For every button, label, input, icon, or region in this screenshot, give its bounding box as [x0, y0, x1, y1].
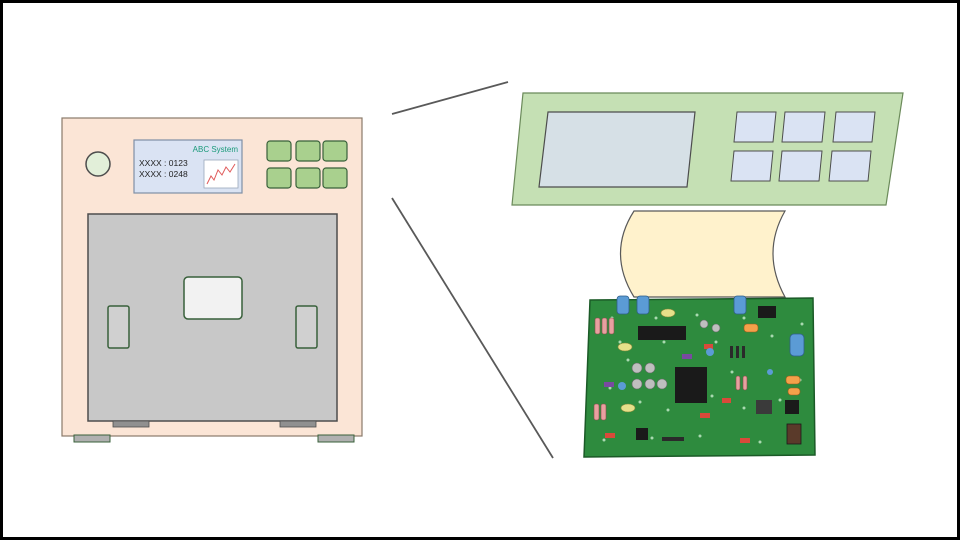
screen-line-1: XXXX : 0123: [139, 158, 188, 168]
screen-title: ABC System: [193, 145, 239, 154]
device-foot-left: [73, 434, 111, 443]
device-door: [87, 213, 338, 428]
panel-button: [781, 111, 826, 143]
zoom-line-top: [391, 81, 509, 115]
door-latch-right: [295, 305, 318, 349]
device-button[interactable]: [322, 167, 348, 189]
purple-components: [604, 354, 692, 387]
device-screen: ABC System XXXX : 0123 XXXX : 0248: [133, 139, 243, 194]
panel-button-grid: [730, 111, 876, 182]
screen-line-2: XXXX : 0248: [139, 169, 188, 179]
ic-chip: [758, 306, 776, 318]
orange-components: [743, 323, 801, 396]
control-panel-plate: [511, 92, 904, 206]
ic-chip: [636, 428, 648, 440]
zoom-line-bottom: [391, 197, 554, 459]
device-button[interactable]: [266, 140, 292, 162]
panel-button: [832, 111, 876, 143]
capacitor: [616, 295, 630, 315]
resistors: [593, 317, 748, 421]
connector: [786, 423, 802, 445]
door-hinge-left: [112, 420, 150, 428]
small-components: [631, 319, 721, 390]
yellow-components: [617, 308, 676, 413]
panel-button: [730, 150, 774, 182]
ic-chip-main: [675, 367, 707, 403]
circuit-board: [583, 295, 816, 458]
panel-screen-window: [538, 111, 696, 188]
device-button[interactable]: [266, 167, 292, 189]
device-foot-right: [317, 434, 355, 443]
red-components: [605, 344, 750, 443]
panel-button: [733, 111, 777, 143]
flex-cable: [619, 210, 787, 298]
capacitor: [789, 333, 805, 357]
ic-chip: [756, 400, 772, 414]
door-latch-left: [107, 305, 130, 349]
device-button[interactable]: [295, 140, 321, 162]
power-knob-icon: [85, 151, 111, 177]
device-button[interactable]: [295, 167, 321, 189]
door-window: [183, 276, 243, 320]
capacitor: [733, 295, 747, 315]
ic-chip: [638, 326, 686, 340]
device-button-grid: [266, 140, 348, 189]
device-button[interactable]: [322, 140, 348, 162]
pcb-traces: [602, 313, 804, 444]
blue-components: [618, 348, 773, 390]
door-hinge-right: [279, 420, 317, 428]
panel-button: [828, 150, 872, 182]
device: ABC System XXXX : 0123 XXXX : 0248: [61, 117, 363, 443]
device-diagram: ABC System XXXX : 0123 XXXX : 0248: [61, 81, 904, 459]
panel-button: [778, 150, 823, 182]
ic-chip: [785, 400, 799, 414]
diodes: [662, 346, 745, 441]
capacitor: [636, 295, 650, 315]
trend-graph-icon: [203, 159, 239, 189]
